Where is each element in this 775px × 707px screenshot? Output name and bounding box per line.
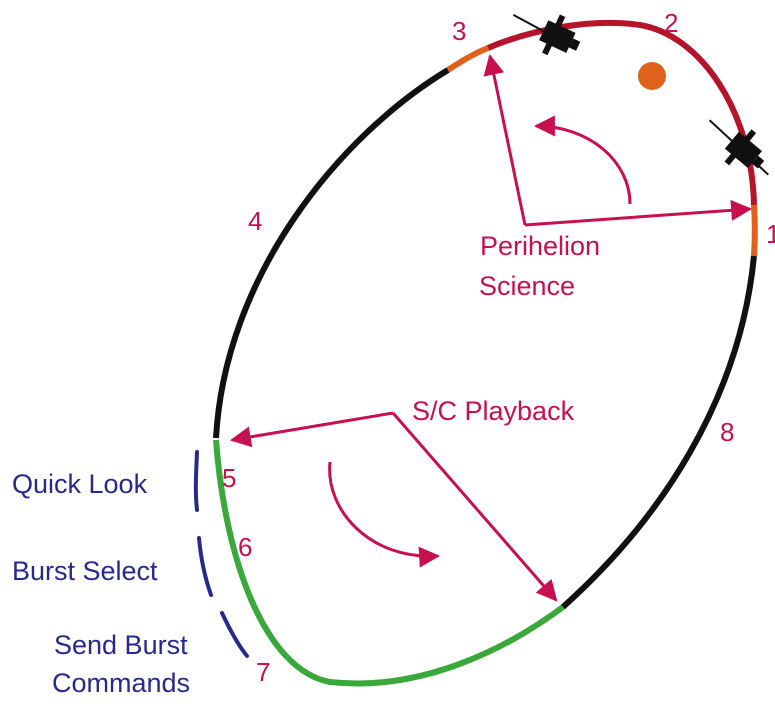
playback-rotation-arrow bbox=[328, 461, 441, 568]
perihelion-label-line2: Science bbox=[479, 271, 575, 301]
sun-dot bbox=[638, 62, 666, 90]
segment-number-4: 4 bbox=[248, 206, 262, 236]
ground-activity-brackets bbox=[193, 450, 249, 658]
segment-number-2: 2 bbox=[664, 8, 678, 38]
playback-arrow-right bbox=[391, 412, 558, 602]
perihelion-arrow-left bbox=[483, 53, 527, 226]
spacecraft-icon bbox=[512, 14, 581, 56]
segment-number-8: 8 bbox=[720, 417, 734, 447]
orbit-ellipse bbox=[213, 20, 758, 687]
orbit-segment-transition-3 bbox=[446, 45, 490, 73]
orbit-segment-cruise-4 bbox=[213, 67, 450, 439]
segment-number-1: 1 bbox=[766, 219, 775, 249]
playback-arrow-left bbox=[229, 411, 394, 448]
orbit-segment-cruise-8 bbox=[560, 255, 757, 610]
perihelion-arrows bbox=[483, 53, 753, 227]
burst-select-label: Burst Select bbox=[12, 556, 158, 586]
spacecraft-icon bbox=[708, 119, 769, 176]
playback-label: S/C Playback bbox=[412, 396, 575, 426]
playback-arrows bbox=[229, 411, 558, 602]
segment-number-7: 7 bbox=[256, 657, 270, 687]
bracket-quick-look bbox=[193, 450, 199, 512]
perihelion-arrow-right bbox=[524, 199, 753, 227]
segment-number-3: 3 bbox=[452, 16, 466, 46]
orbit-segment-perihelion bbox=[486, 20, 757, 206]
perihelion-label-line1: Perihelion bbox=[480, 231, 600, 261]
bracket-burst-select bbox=[197, 536, 213, 597]
bracket-send-burst bbox=[220, 611, 249, 658]
send-burst-label-line2: Commands bbox=[52, 668, 190, 698]
orbit-segment-transition-1 bbox=[751, 204, 758, 257]
segment-number-5: 5 bbox=[222, 463, 236, 493]
send-burst-label-line1: Send Burst bbox=[54, 630, 188, 660]
segment-number-6: 6 bbox=[238, 532, 252, 562]
quick-look-label: Quick Look bbox=[12, 469, 148, 499]
perihelion-rotation-arrow bbox=[533, 115, 632, 205]
orbit-segment-playback bbox=[213, 439, 565, 687]
